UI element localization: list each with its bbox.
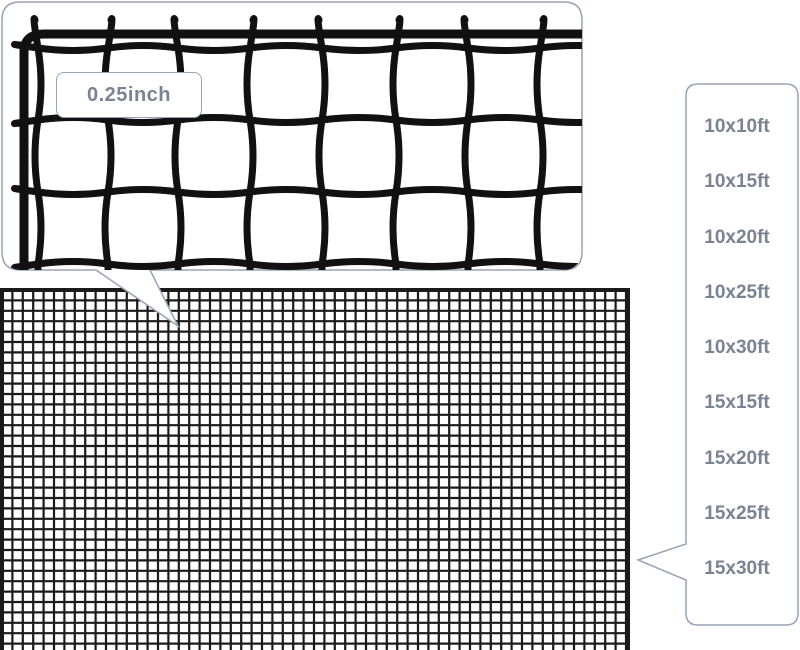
size-option: 10x30ft — [704, 337, 770, 358]
size-option: 15x30ft — [704, 558, 770, 579]
size-option: 15x25ft — [704, 503, 770, 524]
size-option: 15x20ft — [704, 448, 770, 469]
size-option: 10x20ft — [704, 227, 770, 248]
size-option: 10x25ft — [704, 282, 770, 303]
zoom-callout — [1, 1, 583, 329]
size-option: 10x15ft — [704, 171, 770, 192]
size-list-callout — [635, 83, 799, 626]
size-option: 10x10ft — [704, 116, 770, 137]
mesh-size-label: 0.25inch — [56, 72, 202, 118]
size-option: 15x15ft — [704, 392, 770, 413]
netting-image — [0, 288, 630, 650]
size-options-list: 10x10ft 10x15ft 10x20ft 10x25ft 10x30ft … — [678, 86, 796, 622]
